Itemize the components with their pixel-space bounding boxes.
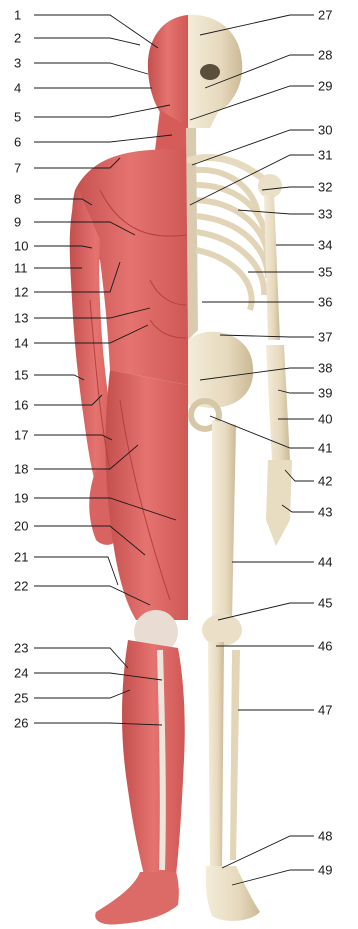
label-number: 40 — [318, 412, 332, 427]
label-number: 45 — [318, 596, 332, 611]
label-number: 28 — [318, 48, 332, 63]
label-number: 18 — [14, 462, 28, 477]
label-number: 4 — [14, 81, 21, 96]
label-number: 48 — [318, 829, 332, 844]
label-number: 19 — [14, 491, 28, 506]
label-number: 1 — [14, 8, 21, 23]
bone-fibula — [230, 650, 240, 860]
muscle-head — [148, 15, 188, 127]
leader-line-left — [34, 690, 130, 698]
labels-right: 27 28 29 30 31 32 33 34 35 36 37 38 39 40 41 42 43 44 45 46… — [318, 8, 332, 878]
label-number: 36 — [318, 295, 332, 310]
label-number: 23 — [14, 641, 28, 656]
label-number: 26 — [14, 716, 28, 731]
leader-line-left — [34, 15, 158, 48]
muscle-lower-leg — [122, 640, 185, 875]
label-number: 17 — [14, 428, 28, 443]
label-number: 46 — [318, 639, 332, 654]
label-number: 13 — [14, 311, 28, 326]
label-number: 27 — [318, 8, 332, 23]
label-number: 33 — [318, 207, 332, 222]
label-number: 31 — [318, 148, 332, 163]
bone-humerus — [264, 195, 280, 340]
label-number: 24 — [14, 666, 28, 681]
label-number: 44 — [318, 555, 332, 570]
bone-eye-socket — [200, 64, 220, 80]
label-number: 14 — [14, 336, 28, 351]
muscle-foot — [95, 872, 179, 925]
leader-line-left — [34, 648, 128, 668]
label-number: 3 — [14, 56, 21, 71]
label-number: 34 — [318, 238, 332, 253]
muscle-half — [70, 15, 188, 925]
bone-femur — [212, 420, 236, 620]
label-number: 37 — [318, 330, 332, 345]
label-number: 16 — [14, 398, 28, 413]
leader-line-right — [220, 335, 314, 337]
leader-line-left — [34, 135, 172, 142]
leader-line-left — [34, 557, 118, 585]
label-number: 7 — [14, 161, 21, 176]
label-number: 39 — [318, 386, 332, 401]
label-number: 43 — [318, 505, 332, 520]
label-number: 6 — [14, 135, 21, 150]
muscle-shin-tendon — [160, 650, 163, 870]
leader-line-left — [34, 63, 148, 74]
label-number: 10 — [14, 239, 28, 254]
labels-left: 1234567891011121314151617181920212223242… — [14, 8, 28, 731]
leader-line-right — [238, 210, 314, 214]
leader-line-right — [232, 870, 314, 885]
label-number: 32 — [318, 180, 332, 195]
skeleton-half — [186, 15, 292, 921]
label-number: 15 — [14, 368, 28, 383]
leader-line-left — [34, 105, 170, 117]
label-number: 35 — [318, 265, 332, 280]
label-number: 38 — [318, 361, 332, 376]
label-number: 29 — [318, 79, 332, 94]
bone-shoulder-joint — [258, 174, 282, 198]
bone-tibia — [208, 642, 224, 870]
bone-foot — [206, 866, 260, 921]
muscle-thigh — [106, 370, 189, 620]
leader-line-left — [34, 375, 84, 380]
label-number: 47 — [318, 703, 332, 718]
bone-ribcage — [196, 170, 268, 310]
label-number: 22 — [14, 579, 28, 594]
leader-line-left — [34, 38, 140, 45]
label-number: 20 — [14, 519, 28, 534]
label-number: 30 — [318, 123, 332, 138]
label-number: 9 — [14, 215, 21, 230]
label-number: 21 — [14, 550, 28, 565]
label-number: 11 — [14, 261, 28, 276]
label-number: 8 — [14, 192, 21, 207]
label-number: 2 — [14, 31, 21, 46]
label-number: 12 — [14, 285, 28, 300]
label-number: 42 — [318, 474, 332, 489]
label-number: 5 — [14, 110, 21, 125]
label-number: 49 — [318, 863, 332, 878]
label-number: 25 — [14, 691, 28, 706]
label-number: 41 — [318, 441, 332, 456]
bone-pelvis — [188, 332, 253, 408]
